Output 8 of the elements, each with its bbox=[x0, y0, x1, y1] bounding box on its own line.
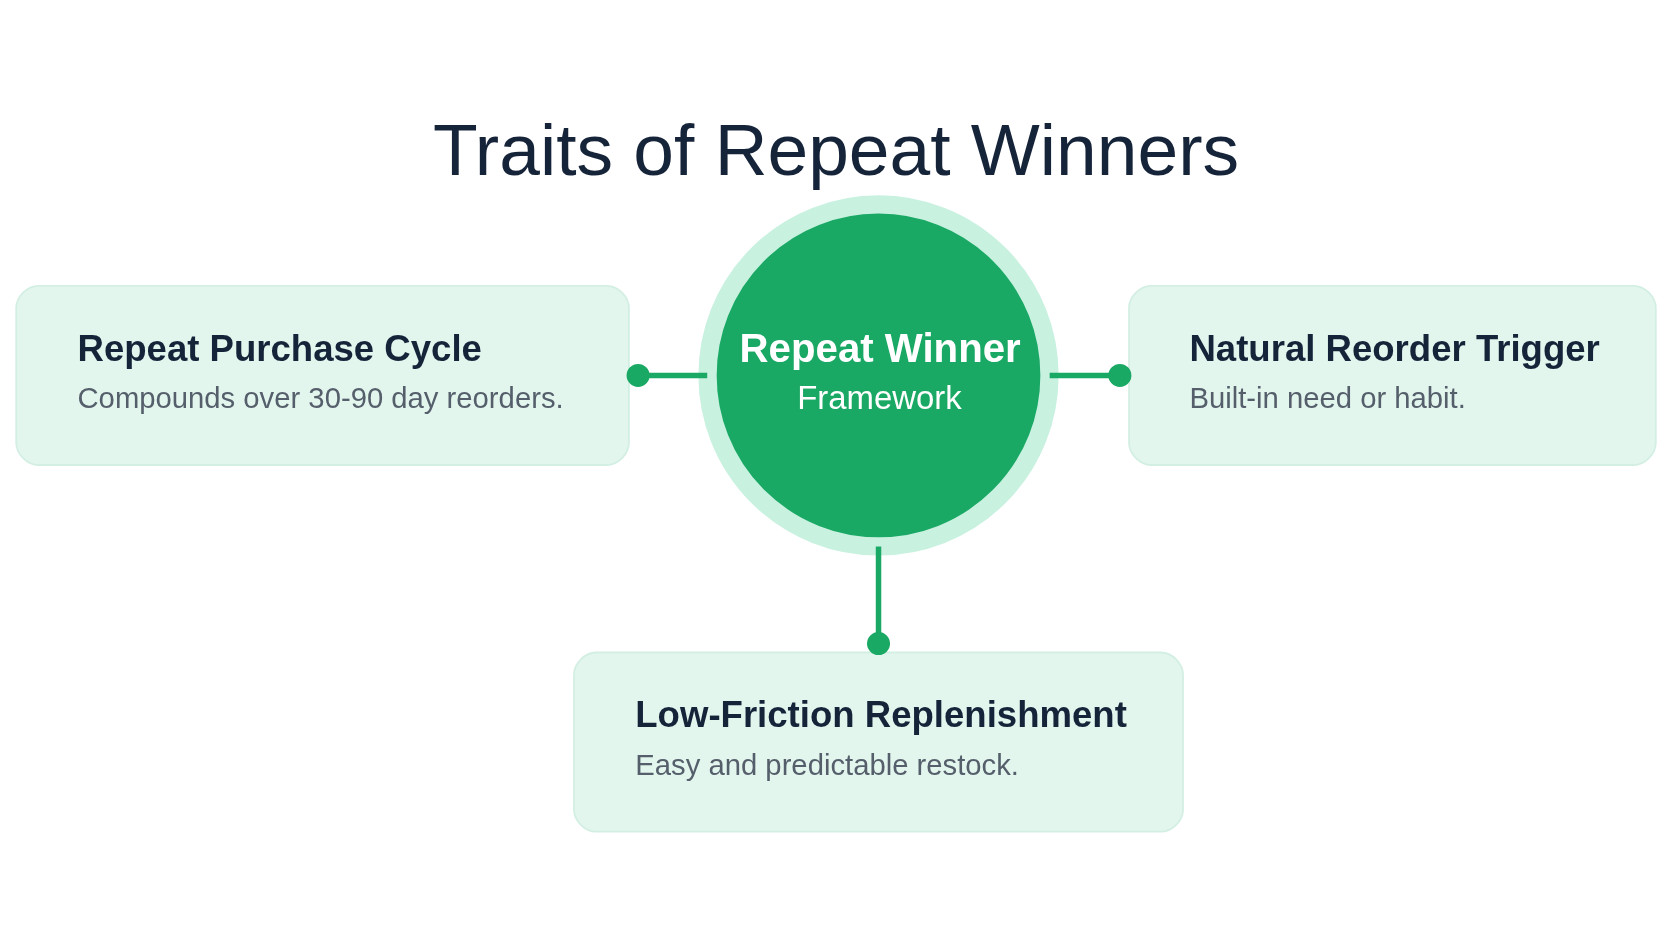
node-circle: Repeat Winner Framework bbox=[698, 195, 1059, 556]
connector bbox=[626, 363, 708, 387]
diagram-title: Traits of Repeat Winners bbox=[432, 109, 1240, 192]
node-box: Repeat Purchase Cycle Compounds over 30-90 day reorders. bbox=[15, 284, 630, 466]
node-box: Low-Friction Replenishment Easy and predictable restock. bbox=[573, 651, 1184, 833]
node-box: Natural Reorder Trigger Built-in need or habit. bbox=[1128, 284, 1657, 466]
connector bbox=[1049, 363, 1132, 387]
connector bbox=[867, 546, 891, 656]
